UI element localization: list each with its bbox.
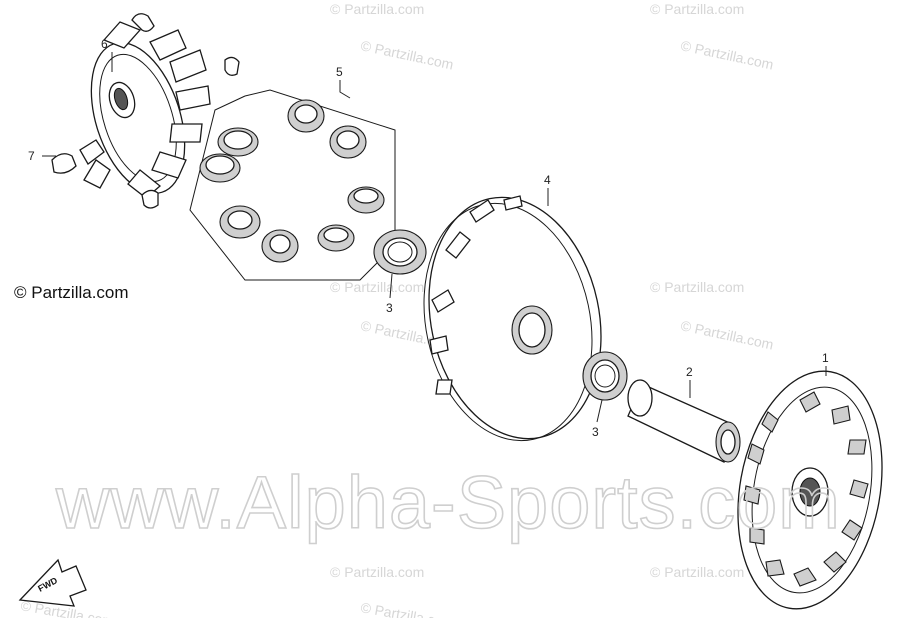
callouts: 1 2 3 3 4 5 6 7: [28, 37, 829, 439]
callout-3-lower: 3: [592, 425, 599, 439]
part-3-seal-upper: [373, 229, 427, 275]
wm-1: © Partzilla.com: [330, 1, 424, 17]
brand-text-line1: © Partzilla.com: [14, 283, 129, 302]
part-5-weight-rollers: [189, 89, 396, 281]
callout-1: 1: [822, 351, 829, 365]
wm-10: © Partzilla.com: [650, 564, 744, 580]
wm-6: © Partzilla.com: [650, 279, 744, 295]
alpha-sports-watermark: www.Alpha-Sports.com: [55, 461, 841, 544]
wm-3: © Partzilla.com: [359, 37, 455, 72]
callout-4: 4: [544, 173, 551, 187]
part-3-seal-lower: [582, 351, 628, 401]
forward-arrow-icon: FWD: [18, 558, 87, 607]
part-6-ramp-plate: [79, 21, 211, 199]
part-1-fixed-drive-face: [737, 370, 883, 610]
part-2-collar: [627, 379, 741, 463]
wm-9: © Partzilla.com: [330, 564, 424, 580]
wm-4: © Partzilla.com: [679, 37, 775, 72]
sliders: [51, 13, 240, 209]
leader-lines: [42, 52, 827, 423]
callout-5: 5: [336, 65, 343, 79]
wm-8: © Partzilla.com: [679, 317, 775, 352]
callout-6: 6: [101, 37, 108, 51]
wm-2: © Partzilla.com: [650, 1, 744, 17]
wm-12: © Partzilla.com: [359, 599, 455, 618]
part-7-slider: [51, 153, 77, 174]
part-4-movable-drive-face: [423, 195, 602, 442]
callout-2: 2: [686, 365, 693, 379]
wm-5: © Partzilla.com: [330, 279, 424, 295]
callout-7: 7: [28, 149, 35, 163]
callout-3-upper: 3: [386, 301, 393, 315]
